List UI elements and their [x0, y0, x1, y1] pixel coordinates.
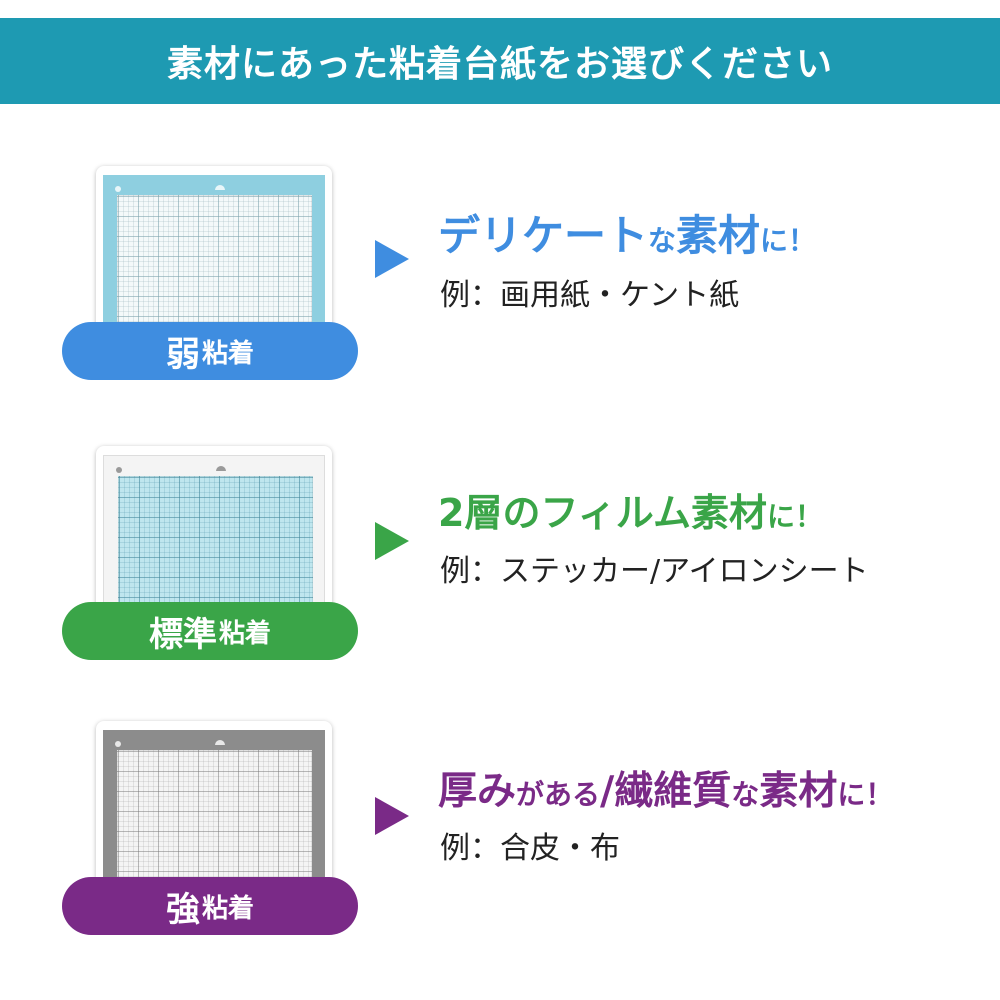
mat-frame	[103, 730, 325, 890]
mat-notch-icon	[215, 740, 225, 745]
triangle-arrow-right-icon	[375, 797, 409, 835]
title-part: に！	[760, 224, 817, 257]
title-part: 素材	[690, 491, 767, 535]
title-part: 素材	[759, 769, 838, 814]
strong-mat-image	[96, 721, 332, 897]
title-part: の	[502, 491, 541, 535]
option-example: 例：ステッカー/アイロンシート	[440, 554, 869, 589]
title-part: フィルム	[540, 491, 691, 535]
mat-notch-icon	[215, 185, 225, 190]
header-title: 素材にあった粘着台紙をお選びください	[166, 44, 833, 85]
mat-logo-icon	[115, 186, 121, 192]
title-part: がある	[516, 778, 601, 811]
title-part: な	[731, 778, 760, 811]
option-title: デリケートな素材に！	[438, 202, 816, 263]
option-weak-adhesion: 弱 粘着 デリケートな素材に！ 例：画用紙・ケント紙	[0, 160, 1000, 390]
title-part: 厚み	[438, 769, 517, 814]
badge-main-label: 強	[165, 889, 200, 930]
option-title: 厚みがある/繊維質な素材に！	[438, 760, 893, 816]
badge-sub-label: 粘着	[218, 618, 271, 649]
weak-adhesion-badge: 弱 粘着	[62, 322, 358, 380]
triangle-arrow-right-icon	[375, 522, 409, 560]
badge-main-label: 弱	[165, 334, 200, 375]
page-header: 素材にあった粘着台紙をお選びください	[0, 18, 1000, 104]
title-part: 繊維質	[614, 769, 732, 814]
badge-sub-label: 粘着	[201, 338, 254, 369]
option-title: 2層のフィルム素材に！	[438, 482, 823, 537]
option-example: 例：画用紙・ケント紙	[440, 278, 740, 313]
title-part: 2層	[438, 491, 503, 535]
option-strong-adhesion: 強 粘着 厚みがある/繊維質な素材に！ 例：合皮・布	[0, 715, 1000, 945]
title-part: に！	[837, 778, 894, 811]
triangle-arrow-right-icon	[375, 240, 409, 278]
option-standard-adhesion: 標準 粘着 2層のフィルム素材に！ 例：ステッカー/アイロンシート	[0, 440, 1000, 670]
mat-notch-icon	[216, 466, 226, 471]
mat-logo-icon	[116, 467, 122, 473]
mat-logo-icon	[115, 741, 121, 747]
option-example: 例：合皮・布	[440, 831, 620, 866]
mat-grid	[118, 476, 313, 616]
mat-frame	[103, 455, 325, 616]
standard-mat-image	[96, 446, 332, 622]
mat-grid	[117, 750, 312, 890]
title-part: に！	[766, 500, 823, 533]
mat-grid	[117, 195, 312, 335]
title-part: /	[600, 769, 615, 814]
badge-main-label: 標準	[148, 614, 217, 655]
title-part: デリケート	[438, 211, 649, 260]
weak-mat-image	[96, 166, 332, 342]
strong-adhesion-badge: 強 粘着	[62, 877, 358, 935]
title-part: な	[648, 224, 677, 257]
title-part: 素材	[676, 211, 761, 260]
standard-adhesion-badge: 標準 粘着	[62, 602, 358, 660]
badge-sub-label: 粘着	[201, 893, 254, 924]
mat-frame	[103, 175, 325, 335]
